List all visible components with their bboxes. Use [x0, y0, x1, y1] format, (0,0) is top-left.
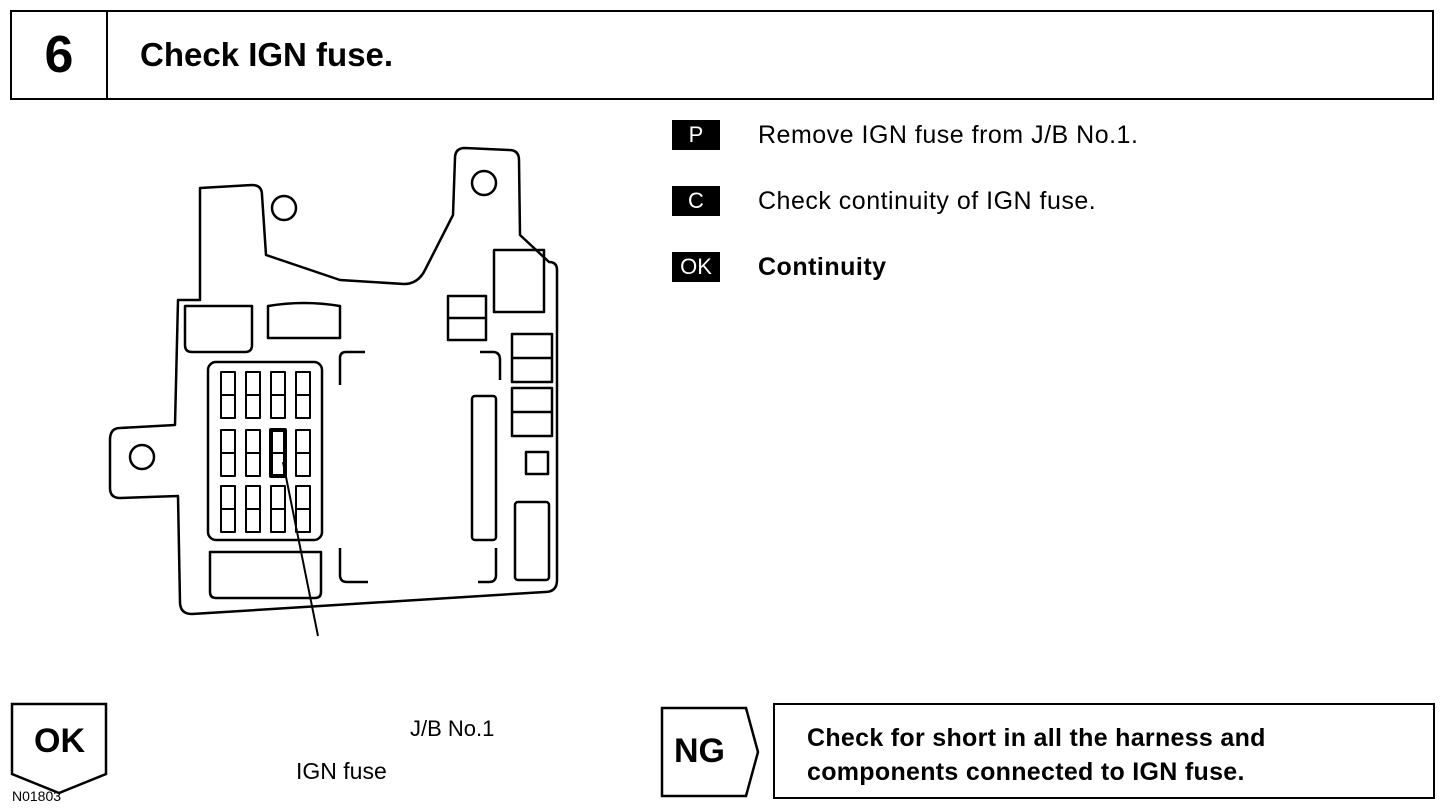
- jb-label: J/B No.1: [410, 716, 495, 741]
- instruction-check: C Check continuity of IGN fuse.: [672, 186, 1096, 216]
- instruction-text: Remove IGN fuse from J/B No.1.: [758, 120, 1139, 149]
- mount-hole-top-right: [470, 169, 498, 197]
- fuse-block: [206, 360, 324, 542]
- connector-top-left: [183, 304, 254, 354]
- ok-pentagon-shape: [10, 702, 108, 795]
- tag-p: P: [672, 120, 720, 150]
- ign-fuse-leader: [282, 461, 319, 637]
- connector-top-mid: [266, 301, 342, 340]
- step-number: 6: [12, 12, 108, 98]
- ign-fuse-label: IGN fuse: [296, 758, 387, 784]
- connector-top-right: [492, 248, 546, 314]
- ok-result-badge: OK: [10, 702, 110, 801]
- ng-arrow-shape: [660, 706, 760, 798]
- ng-label: NG: [674, 732, 725, 770]
- fuse-array: [220, 371, 311, 533]
- junction-block-drawing: [108, 146, 559, 637]
- long-slot: [470, 394, 498, 542]
- ng-result-badge: NG: [660, 706, 760, 805]
- mount-hole-top-left: [270, 194, 298, 222]
- connector-bottom: [208, 550, 323, 600]
- ok-label: OK: [34, 722, 85, 760]
- junction-block-diagram: J/B No.1 IGN fuse N01803: [0, 120, 620, 804]
- mount-hole-left: [128, 443, 156, 471]
- tag-c: C: [672, 186, 720, 216]
- figure-code: N01803: [12, 788, 62, 804]
- instruction-text: Continuity: [758, 252, 887, 281]
- housing-outline: [108, 146, 559, 616]
- instruction-prepare: P Remove IGN fuse from J/B No.1.: [672, 120, 1138, 150]
- step-header: 6 Check IGN fuse.: [10, 10, 1434, 100]
- instruction-ok: OK Continuity: [672, 252, 887, 282]
- instruction-text: Check continuity of IGN fuse.: [758, 186, 1097, 215]
- step-title: Check IGN fuse.: [140, 36, 394, 73]
- ng-remedy-box: Check for short in all the harness and c…: [773, 703, 1435, 799]
- tag-ok: OK: [672, 252, 720, 282]
